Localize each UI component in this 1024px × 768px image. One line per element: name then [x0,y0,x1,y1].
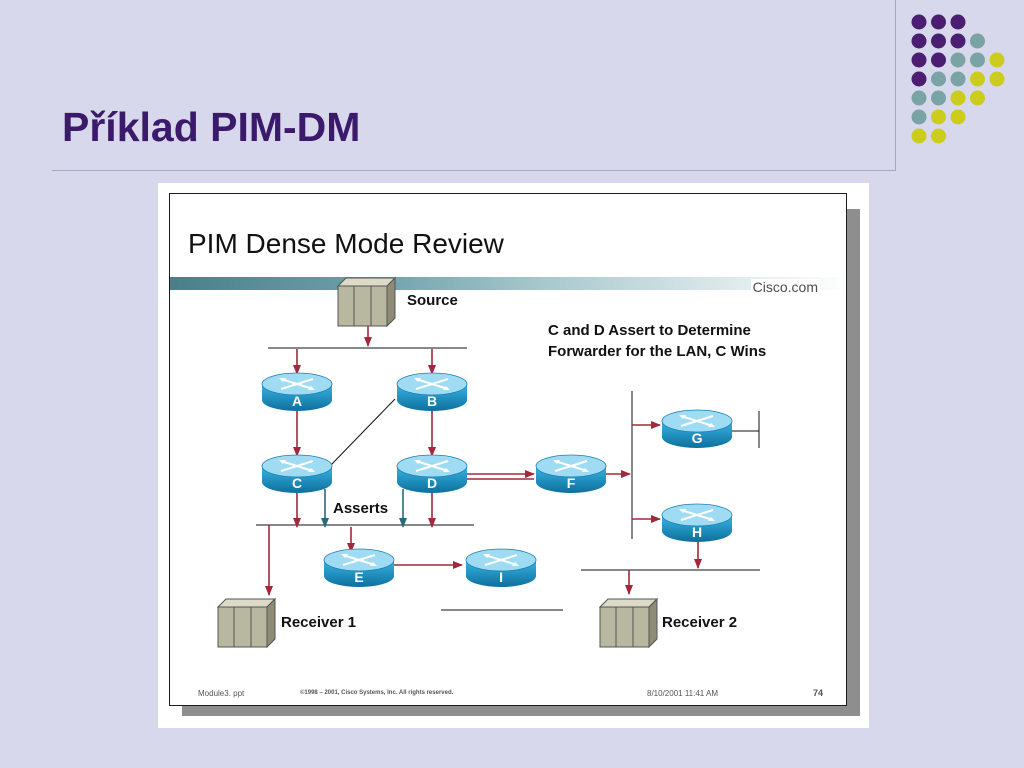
router-label: H [692,524,702,540]
slide-title: PIM Dense Mode Review [188,228,504,259]
router-i: I [465,548,537,587]
router-group: A B C D E F G H I [261,372,733,587]
source-label: Source [407,292,458,309]
decor-dot [970,90,985,106]
receiver2-label: Receiver 2 [662,614,738,631]
footer-filename: Module3. ppt [198,689,245,698]
decor-dot [950,52,966,68]
decor-dot [970,52,985,68]
page-title: Příklad PIM-DM [62,104,361,150]
brand-label: Cisco.com [750,279,820,295]
decor-dot [989,52,1005,68]
decor-dot [931,128,946,144]
decor-dot [989,71,1005,87]
router-h: H [661,503,733,542]
router-f: F [535,454,607,493]
router-label: C [292,475,302,491]
router-label: E [354,569,363,585]
router-label: B [427,393,437,409]
assert-note-line1: C and D Assert to Determine [548,322,751,339]
router-label: A [292,393,302,409]
router-label: F [567,475,576,491]
decor-dot [950,71,966,87]
decor-dot [931,33,946,49]
decor-dot [911,90,927,106]
decor-dot [970,33,985,49]
pim-network-diagram: A B C D E F G H I [216,276,760,649]
decor-dot [931,90,946,106]
receiver1-server-icon [216,597,277,649]
decor-dot [911,71,927,87]
router-c: C [261,454,333,493]
link-b-c [329,398,396,467]
decor-dot [950,33,966,49]
router-d: D [396,454,468,493]
decor-dot [970,71,985,87]
decor-dot [931,14,946,30]
router-b: B [396,372,468,411]
router-label: I [499,569,503,585]
decor-dot [931,52,946,68]
router-label: D [427,475,437,491]
decorative-dot-grid [911,14,1005,144]
header-horizontal-rule [52,170,896,171]
decor-dot [950,90,966,106]
assert-note-line2: Forwarder for the LAN, C Wins [548,343,767,360]
header-vertical-rule [895,0,896,170]
decor-dot [911,128,927,144]
footer-page-number: 74 [813,688,824,698]
embedded-slide: PIM Dense Mode Review Cisco.com [169,193,847,706]
router-label: G [692,430,703,446]
decor-dot [911,52,927,68]
decor-dot [911,33,927,49]
router-e: E [323,548,395,587]
receiver1-label: Receiver 1 [281,614,357,631]
router-g: G [661,409,733,448]
decor-dot [911,109,927,125]
decor-dot [911,14,927,30]
footer-copyright: ©1998 – 2001, Cisco Systems, Inc. All ri… [300,690,454,696]
decor-dot [950,14,966,30]
multicast-flow-arrows [265,324,702,596]
receiver2-server-icon [598,597,659,649]
decor-dot [931,71,946,87]
footer-date: 8/10/2001 11:41 AM [647,689,719,698]
decor-dot [931,109,946,125]
router-a: A [261,372,333,411]
asserts-label: Asserts [333,500,389,517]
source-server-icon [336,276,397,328]
decor-dot [950,109,966,125]
assert-arrows [321,489,407,528]
